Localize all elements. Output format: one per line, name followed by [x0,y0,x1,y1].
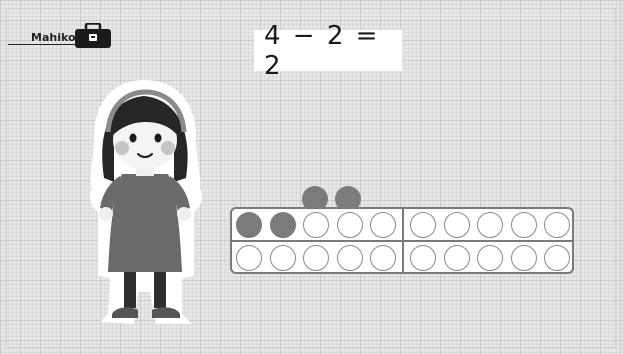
ten-frame-slot[interactable] [444,245,470,271]
girl-character-illustration [84,78,206,328]
ten-frame-slot[interactable] [303,245,329,271]
ten-frame-slot[interactable] [270,245,296,271]
ten-frame-slot[interactable] [410,212,436,238]
ten-frame-divider-horizontal [232,240,572,242]
ten-frame-slot[interactable] [544,212,570,238]
ten-frame-slot[interactable] [236,245,262,271]
ten-frame-slot[interactable] [511,212,537,238]
ten-frame-slot[interactable] [370,212,396,238]
equation-text: 4 − 2 = 2 [264,21,402,81]
ten-frame-slot[interactable] [477,245,503,271]
ten-frame-slot[interactable] [544,245,570,271]
ten-frame-slot-filled[interactable] [236,212,262,238]
equation-card: 4 − 2 = 2 [254,30,402,71]
ten-frame-slot[interactable] [410,245,436,271]
ten-frame-slot-filled[interactable] [270,212,296,238]
user-underline [8,44,80,45]
ten-frame-slot[interactable] [303,212,329,238]
ten-frame-slot[interactable] [477,212,503,238]
toolbox-icon[interactable] [74,23,112,49]
ten-frame-slot[interactable] [337,212,363,238]
ten-frame [230,207,574,274]
ten-frame-slot[interactable] [444,212,470,238]
ten-frame-slot[interactable] [511,245,537,271]
ten-frame-slot[interactable] [370,245,396,271]
user-name-label: Mahiko [31,31,76,44]
ten-frame-slot[interactable] [337,245,363,271]
